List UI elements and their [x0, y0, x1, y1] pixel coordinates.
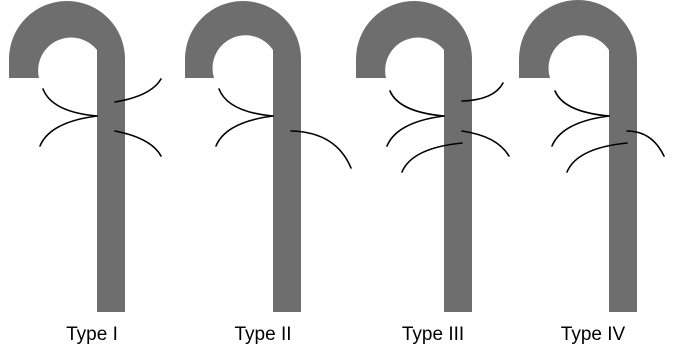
panel-type-4	[519, 0, 664, 312]
hook-shaft	[185, 1, 301, 312]
panel-type-2	[185, 1, 351, 312]
type-4-label: Type IV	[533, 324, 653, 346]
type-2-label: Type II	[203, 324, 323, 346]
suture-arc	[43, 89, 97, 116]
suture-arc	[555, 91, 609, 116]
suture-arc	[219, 89, 273, 116]
suture-arc	[40, 116, 97, 146]
type-1-label: Type I	[32, 324, 152, 346]
panel-type-1	[9, 1, 161, 312]
suture-arc	[390, 91, 444, 116]
suture-arc	[216, 116, 273, 146]
suture-arc	[552, 116, 609, 146]
hook-shaft	[519, 0, 637, 312]
panel-type-3	[356, 1, 509, 312]
type-3-label: Type III	[373, 324, 493, 346]
hook-shaft	[9, 1, 125, 312]
suture-arc	[387, 116, 444, 146]
